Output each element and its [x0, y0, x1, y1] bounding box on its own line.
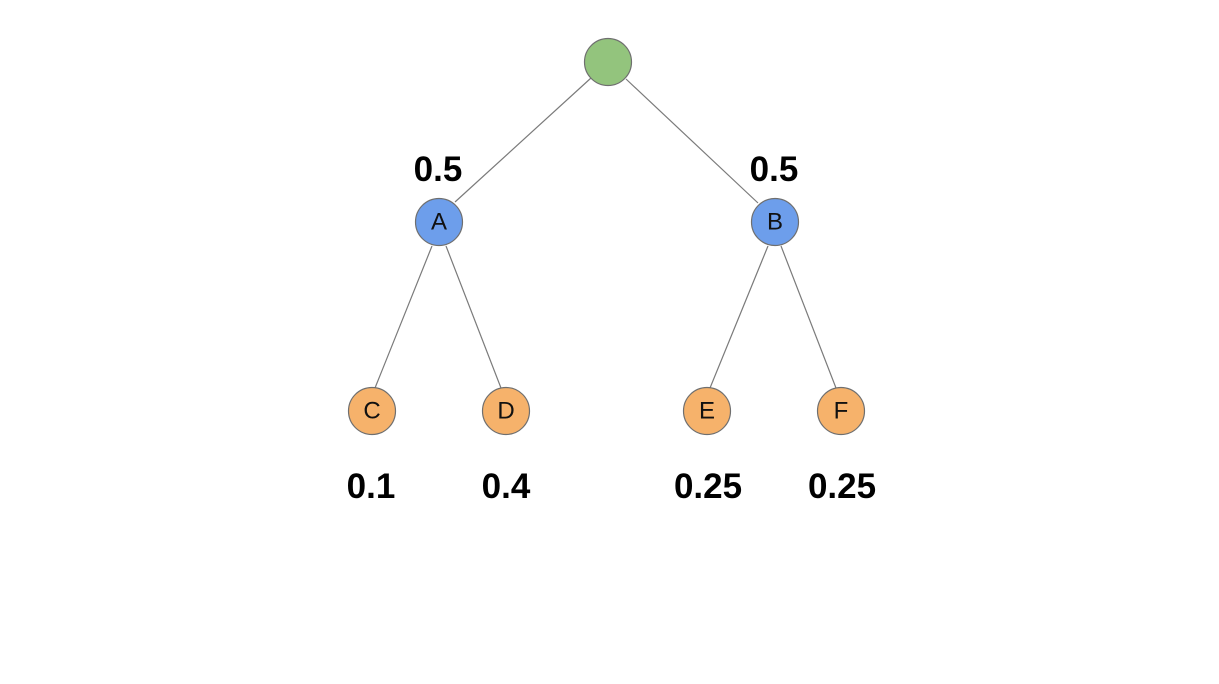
- node-f-label: F: [834, 398, 849, 425]
- node-c: C: [347, 386, 397, 436]
- node-c-label: C: [363, 398, 380, 425]
- node-e-circle: [682, 386, 732, 436]
- node-f: F: [816, 386, 866, 436]
- probability-label-a: 0.5: [414, 150, 463, 189]
- node-c-circle: [347, 386, 397, 436]
- node-b-circle: [750, 197, 800, 247]
- edge-root-a: [454, 77, 592, 203]
- edge-b-f: [780, 245, 837, 389]
- edge-a-c: [374, 245, 433, 389]
- node-a: A: [414, 197, 464, 247]
- node-b: B: [750, 197, 800, 247]
- probability-label-e: 0.25: [674, 467, 742, 506]
- probability-label-c: 0.1: [347, 467, 396, 506]
- node-d: D: [481, 386, 531, 436]
- node-a-label: A: [431, 209, 447, 236]
- probability-label-d: 0.4: [482, 467, 531, 506]
- probability-label-b: 0.5: [750, 150, 799, 189]
- node-d-label: D: [497, 398, 514, 425]
- edge-a-d: [445, 245, 502, 389]
- node-f-circle: [816, 386, 866, 436]
- edge-b-e: [709, 245, 769, 389]
- node-b-label: B: [767, 209, 783, 236]
- probability-label-f: 0.25: [808, 467, 876, 506]
- edge-root-b: [625, 78, 759, 204]
- node-d-circle: [481, 386, 531, 436]
- root-node: [583, 37, 633, 87]
- node-e: E: [682, 386, 732, 436]
- node-e-label: E: [699, 398, 715, 425]
- root-node-circle: [583, 37, 633, 87]
- node-a-circle: [414, 197, 464, 247]
